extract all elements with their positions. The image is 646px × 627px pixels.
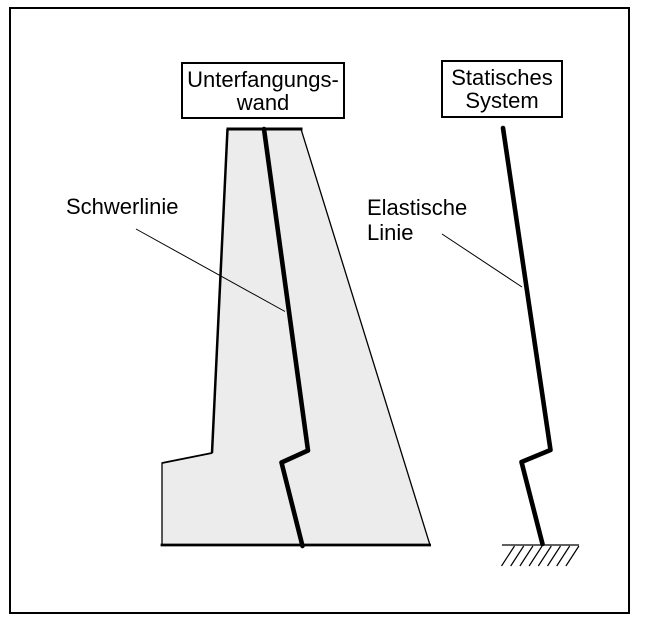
wall-step-edge [161, 452, 213, 464]
hatch-line [519, 545, 534, 567]
unterfangungswand-title-box: Unterfangungs- wand [181, 62, 345, 119]
hatch-line [546, 545, 562, 567]
fixed-support-hatching [500, 544, 580, 567]
leader-line-schwerlinie [135, 228, 286, 312]
elastische-linie-label: Elastische Linie [367, 195, 467, 245]
schwerlinie-label: Schwerlinie [66, 194, 179, 219]
schwerlinie-line [261, 126, 311, 549]
hatch-line [528, 545, 543, 567]
hatch-line [556, 545, 571, 567]
wall-left-edge [210, 128, 229, 454]
elastische-linie-label-line2: Linie [367, 220, 414, 245]
hatch-line [500, 545, 516, 567]
hatch-line [565, 545, 580, 567]
static-system-line [500, 125, 553, 547]
unterfangungswand-label-line1: Unterfangungs- [187, 67, 339, 92]
statisches-system-title-box: Statisches System [441, 60, 563, 118]
hatch-line [510, 545, 525, 567]
unterfangungswand-label-line2: wand [236, 90, 290, 115]
border-frame [9, 7, 630, 614]
hatch-line [537, 545, 552, 567]
statisches-system-label-line1: Statisches [451, 65, 553, 90]
wall-shape [161, 128, 431, 546]
leader-line-elastische [441, 233, 523, 288]
elastische-linie-label-line1: Elastische [367, 195, 468, 220]
statisches-system-label-line2: System [465, 88, 539, 113]
